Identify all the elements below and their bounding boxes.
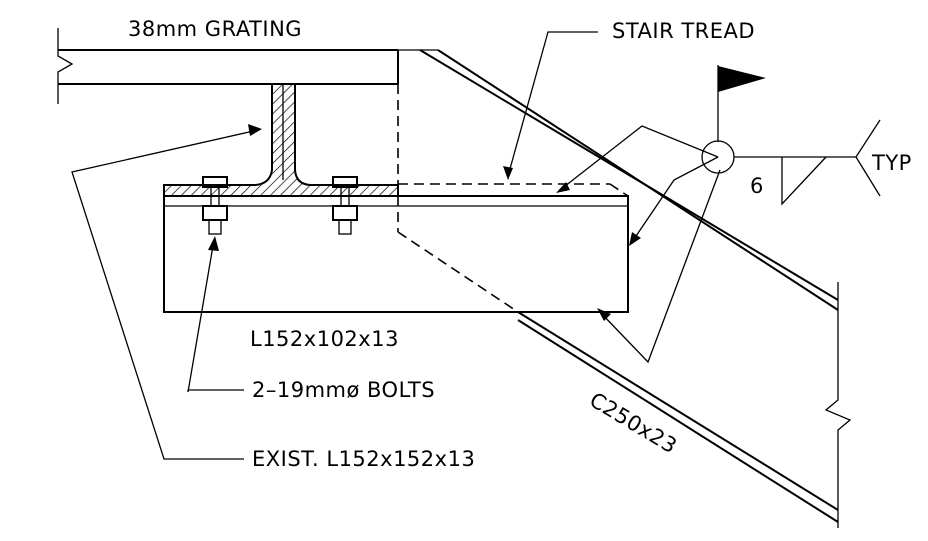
bolt-left [202, 176, 228, 235]
stringer-channel [398, 49, 852, 528]
bolt-right [332, 176, 358, 235]
leaders [71, 31, 721, 460]
grating [57, 28, 399, 104]
grating-break-line [57, 28, 74, 104]
bolts-label: 2–19mmø BOLTS [252, 378, 435, 402]
stair-tread-label: STAIR TREAD [612, 19, 755, 43]
channel-label: C250x23 [585, 388, 681, 459]
field-weld-flag-icon [718, 66, 766, 92]
existing-angle-label: EXIST. L152x152x13 [252, 447, 475, 471]
weld-symbol [701, 65, 881, 206]
typ-label: TYP [871, 151, 912, 175]
tail [855, 119, 881, 197]
existing-angle-section [163, 83, 399, 197]
new-angle [163, 195, 629, 313]
channel-break-line [824, 282, 852, 528]
fillet-weld-symbol-icon [781, 156, 827, 206]
stair-tread [397, 84, 629, 313]
grating-label: 38mm GRATING [128, 17, 302, 41]
weld-size-label: 6 [750, 174, 764, 198]
new-angle-label: L152x102x13 [250, 327, 399, 351]
